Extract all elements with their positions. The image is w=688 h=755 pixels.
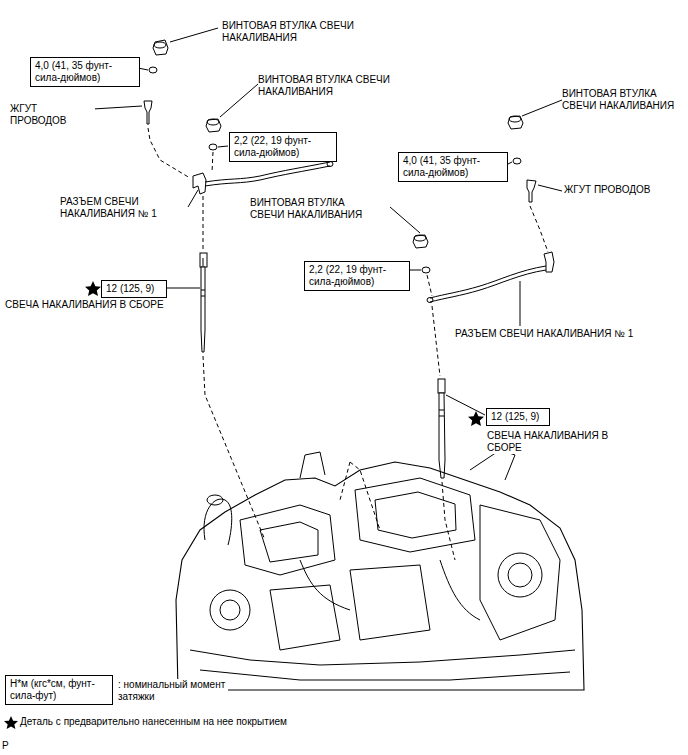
part-name: ВИНТОВАЯ ВТУЛКА СВЕЧИ НАКАЛИВАНИЯ xyxy=(250,197,380,221)
part-name: ВИНТОВАЯ ВТУЛКА СВЕЧИ НАКАЛИВАНИЯ xyxy=(258,74,418,98)
part-name: ЖГУТ ПРОВОДОВ xyxy=(10,103,95,127)
legend-box: Н*м (кгс*см, фунт-сила-фут) xyxy=(5,675,113,705)
torque-value: 4,0 (41, 35 фунт-сила-дюймов) xyxy=(35,60,135,84)
torque-value: 2,2 (22, 19 фунт-сила-дюймов) xyxy=(234,135,332,159)
torque-box: 4,0 (41, 35 фунт-сила-дюймов) xyxy=(30,57,140,87)
part-name: СВЕЧА НАКАЛИВАНИЯ В СБОРЕ xyxy=(5,299,164,311)
part-name: ЖГУТ ПРОВОДОВ xyxy=(564,184,650,196)
torque-value: Н*м (кгс*см, фунт-сила-фут) xyxy=(10,678,108,702)
part-name: ВИНТОВАЯ ВТУЛКА СВЕЧИ НАКАЛИВАНИЯ xyxy=(562,88,684,112)
torque-value: 12 (125, 9) xyxy=(491,411,545,423)
torque-value: 4,0 (41, 35 фунт-сила-дюймов) xyxy=(403,155,503,179)
legend-text: : номинальный момент затяжки xyxy=(118,679,228,703)
legend-text: Деталь с предварительно нанесенным на не… xyxy=(20,716,287,728)
torque-box: 2,2 (22, 19 фунт-сила-дюймов) xyxy=(229,132,337,162)
torque-box: 12 (125, 9) xyxy=(486,408,550,426)
torque-box: 2,2 (22, 19 фунт-сила-дюймов) xyxy=(304,261,410,291)
torque-value: 12 (125, 9) xyxy=(106,283,162,295)
part-name: РАЗЪЕМ СВЕЧИ НАКАЛИВАНИЯ № 1 xyxy=(60,196,185,220)
torque-box: 12 (125, 9) xyxy=(101,280,167,298)
part-name: ВИНТОВАЯ ВТУЛКА СВЕЧИ НАКАЛИВАНИЯ xyxy=(222,20,372,44)
part-name: СВЕЧА НАКАЛИВАНИЯ В СБОРЕ xyxy=(487,430,617,454)
page-mark: P xyxy=(2,740,9,752)
torque-box: 4,0 (41, 35 фунт-сила-дюймов) xyxy=(398,152,508,182)
part-name: РАЗЪЕМ СВЕЧИ НАКАЛИВАНИЯ № 1 xyxy=(455,328,633,340)
torque-value: 2,2 (22, 19 фунт-сила-дюймов) xyxy=(309,264,405,288)
